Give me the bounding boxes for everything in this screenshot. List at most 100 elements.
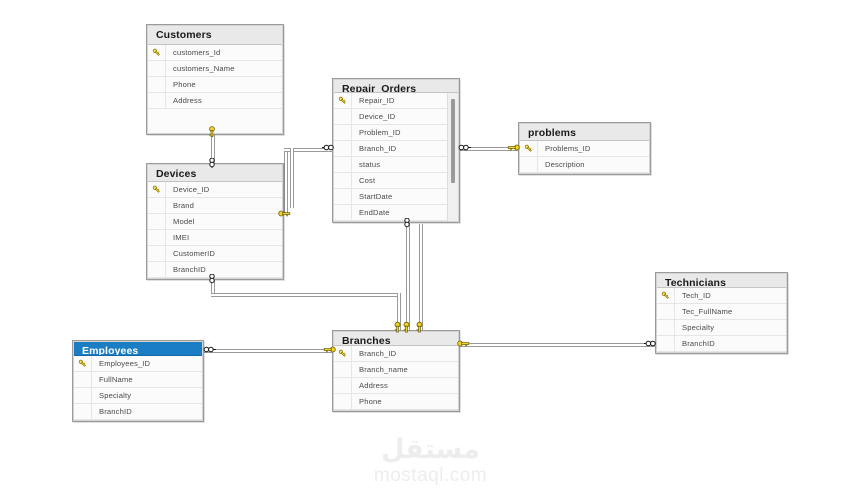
- attribute-gutter: [334, 141, 352, 156]
- endpoint-key-problems: [506, 142, 520, 153]
- attribute-gutter: [148, 230, 166, 245]
- attribute-row[interactable]: Device_ID: [148, 182, 282, 198]
- attribute-name: customers_Id: [173, 48, 221, 57]
- attribute-row[interactable]: BranchID: [657, 336, 786, 352]
- attribute-row[interactable]: Address: [148, 93, 282, 109]
- attribute-name: Address: [173, 96, 202, 105]
- attribute-row[interactable]: Problems_ID: [520, 141, 649, 157]
- attribute-row[interactable]: Phone: [148, 77, 282, 93]
- entity-title-employees[interactable]: Employees: [74, 342, 202, 356]
- attribute-row[interactable]: Brand: [148, 198, 282, 214]
- attribute-gutter: [74, 404, 92, 419]
- entity-title-devices[interactable]: Devices: [148, 165, 282, 182]
- attribute-name: Tec_FullName: [682, 307, 733, 316]
- attribute-row[interactable]: Branch_name: [334, 362, 458, 378]
- entity-title-problems[interactable]: problems: [520, 124, 649, 141]
- attribute-name: Employees_ID: [99, 359, 151, 368]
- attribute-gutter: [520, 157, 538, 172]
- connector-devices-branches-h[interactable]: [211, 293, 401, 297]
- entity-title-repair_orders[interactable]: Repair_Orders: [334, 80, 458, 93]
- attribute-name: Specialty: [99, 391, 132, 400]
- attribute-row[interactable]: Tec_FullName: [657, 304, 786, 320]
- attribute-row[interactable]: Device_ID: [334, 109, 458, 125]
- attribute-gutter: [74, 388, 92, 403]
- connector-repair-problems[interactable]: [459, 147, 521, 151]
- connector-devices-right-v[interactable]: [290, 148, 294, 208]
- attribute-name: customers_Name: [173, 64, 235, 73]
- endpoint-key-branches-left: [322, 344, 336, 355]
- attribute-row[interactable]: Model: [148, 214, 282, 230]
- connector-employees-branches[interactable]: [203, 349, 335, 353]
- entity-title-branches[interactable]: Branches: [334, 332, 458, 346]
- attribute-row[interactable]: StartDate: [334, 189, 458, 205]
- attribute-row[interactable]: BranchID: [74, 404, 202, 420]
- attribute-row[interactable]: Address: [334, 378, 458, 394]
- attribute-row[interactable]: customers_Id: [148, 45, 282, 61]
- attribute-name: BranchID: [99, 407, 132, 416]
- attribute-row[interactable]: Problem_ID: [334, 125, 458, 141]
- attribute-gutter: [148, 246, 166, 261]
- connector-devices-branches-v2[interactable]: [397, 293, 401, 335]
- attribute-name: IMEI: [173, 233, 190, 242]
- attribute-row[interactable]: Phone: [334, 394, 458, 410]
- attribute-gutter: [334, 157, 352, 172]
- entity-title-customers[interactable]: Customers: [148, 26, 282, 45]
- scrollbar-thumb[interactable]: [451, 99, 455, 183]
- primary-key-icon: [520, 141, 538, 156]
- attribute-row[interactable]: Cost: [334, 173, 458, 189]
- attribute-gutter: [148, 77, 166, 92]
- connector-devices-branches-v1[interactable]: [211, 278, 215, 296]
- connector-repair-branches-alt-v2[interactable]: [419, 288, 423, 335]
- attribute-row[interactable]: Branch_ID: [334, 346, 458, 362]
- attribute-row[interactable]: status: [334, 157, 458, 173]
- endpoint-key-customers: [206, 126, 218, 138]
- attribute-row[interactable]: Specialty: [657, 320, 786, 336]
- attribute-name: BranchID: [682, 339, 715, 348]
- watermark: مستقل mostaql.com: [0, 435, 861, 487]
- attribute-row[interactable]: IMEI: [148, 230, 282, 246]
- primary-key-icon: [334, 346, 352, 361]
- attribute-row[interactable]: Specialty: [74, 388, 202, 404]
- attribute-row[interactable]: Employees_ID: [74, 356, 202, 372]
- connector-devices-repair-vertical[interactable]: [284, 148, 288, 214]
- attribute-name: Branch_name: [359, 365, 408, 374]
- attribute-row[interactable]: Description: [520, 157, 649, 173]
- attribute-row[interactable]: BranchID: [148, 262, 282, 278]
- attribute-row[interactable]: Branch_ID: [334, 141, 458, 157]
- attribute-name: Phone: [359, 397, 382, 406]
- attribute-row[interactable]: EndDate: [334, 205, 458, 221]
- attribute-gutter: [657, 304, 675, 319]
- attribute-name: Description: [545, 160, 585, 169]
- attribute-row[interactable]: FullName: [74, 372, 202, 388]
- attribute-gutter: [334, 362, 352, 377]
- connector-repair-branches[interactable]: [406, 221, 410, 335]
- attribute-row[interactable]: Repair_ID: [334, 93, 458, 109]
- connector-repair-branches-alt-v1[interactable]: [419, 224, 423, 290]
- attribute-gutter: [657, 336, 675, 351]
- primary-key-icon: [334, 93, 352, 108]
- attribute-name: Device_ID: [173, 185, 210, 194]
- connector-branches-technicians[interactable]: [459, 343, 657, 347]
- connector-devices-repair-horizontal[interactable]: [284, 148, 334, 152]
- attribute-row[interactable]: CustomerID: [148, 246, 282, 262]
- primary-key-icon: [74, 356, 92, 371]
- attribute-row[interactable]: customers_Name: [148, 61, 282, 77]
- entity-title-technicians[interactable]: Technicians: [657, 274, 786, 288]
- connector-customers-devices[interactable]: [211, 132, 215, 166]
- vertical-scrollbar[interactable]: [447, 93, 458, 221]
- attribute-name: Repair_ID: [359, 96, 395, 105]
- attribute-row[interactable]: Tech_ID: [657, 288, 786, 304]
